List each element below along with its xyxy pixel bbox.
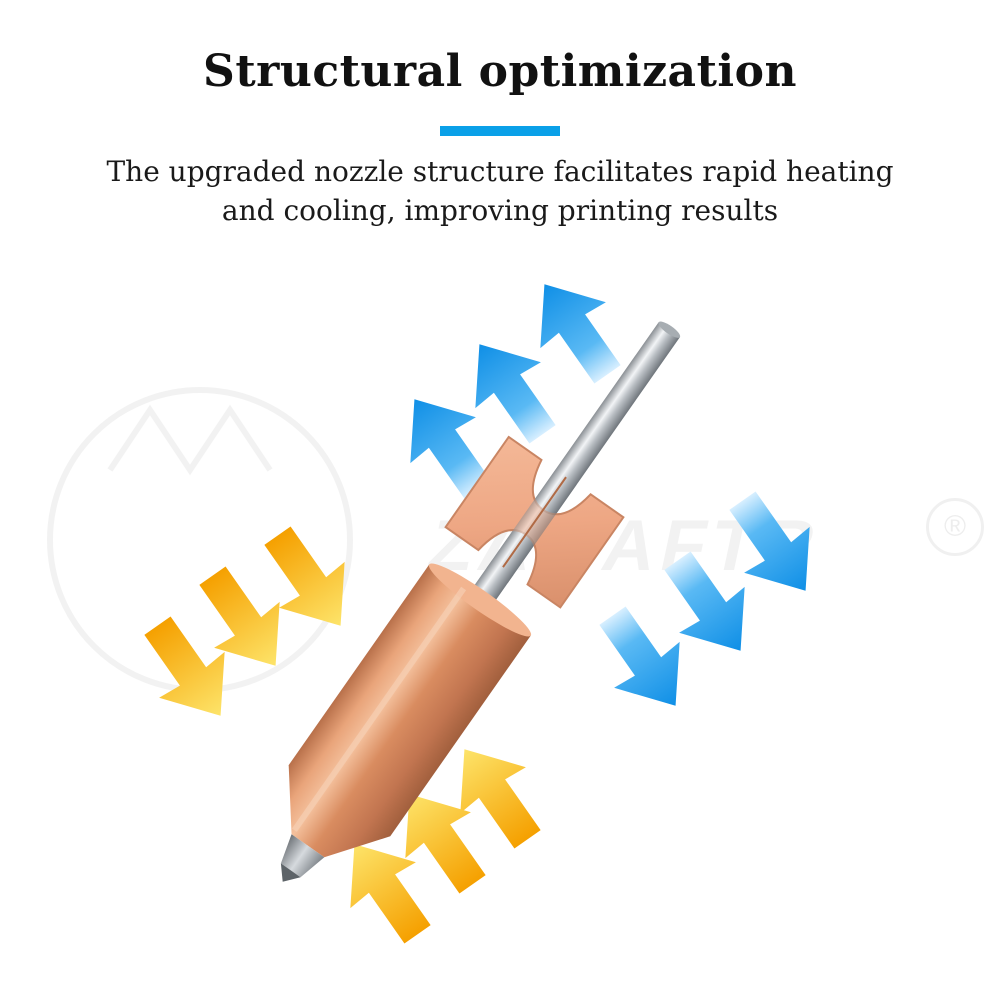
heat-break-block (444, 435, 625, 609)
cool-arrow-icon (709, 477, 839, 614)
page-title: Structural optimization (203, 46, 797, 97)
subtitle-line-1: The upgraded nozzle structure facilitate… (106, 155, 894, 188)
nozzle-assembly (280, 321, 681, 882)
cool-arrow-icon (579, 592, 709, 729)
cool-arrow-icon (644, 537, 774, 674)
page-subtitle: The upgraded nozzle structure facilitate… (60, 152, 940, 230)
subtitle-line-2: and cooling, improving printing results (221, 194, 779, 227)
watermark-emblem (47, 387, 353, 693)
title-underline-bar (440, 126, 560, 136)
copper-nozzle-body (288, 564, 531, 858)
cool-arrow-icon (446, 321, 576, 458)
nozzle-tip (280, 834, 325, 878)
registered-mark-icon: ® (926, 498, 984, 556)
